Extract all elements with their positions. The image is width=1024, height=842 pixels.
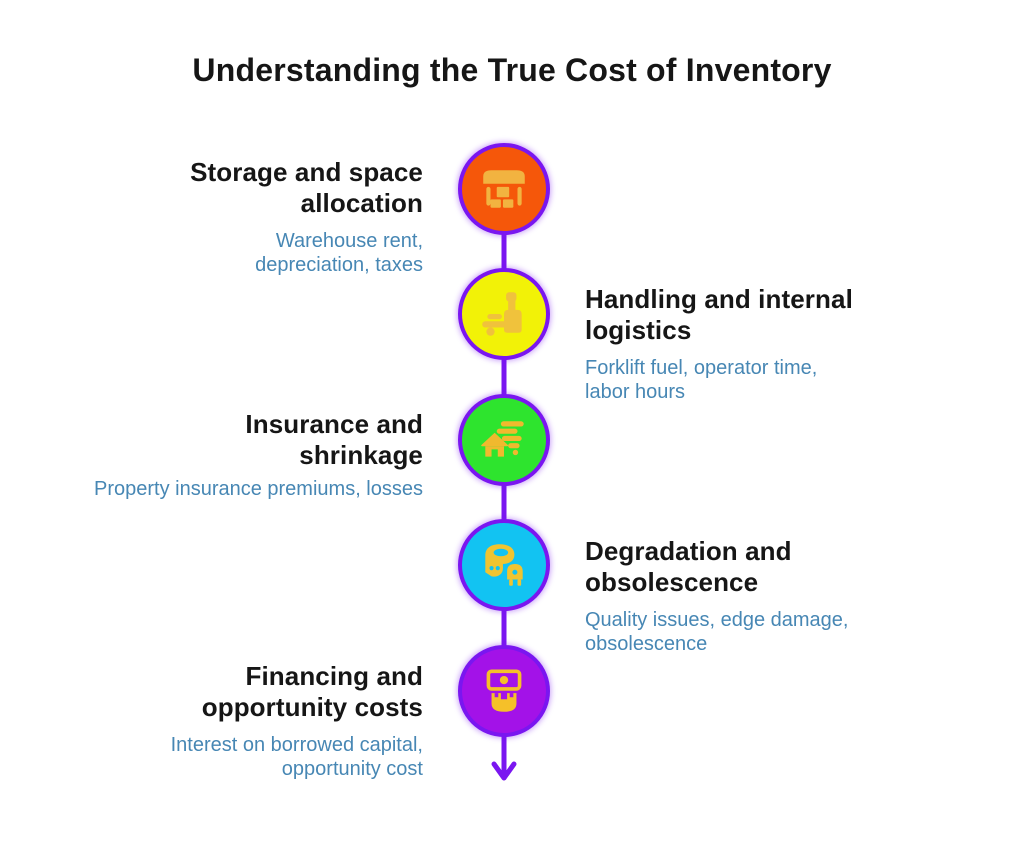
node-circle-handling: [458, 268, 550, 360]
item-subtitle-degradation: Quality issues, edge damage, obsolescenc…: [585, 609, 849, 655]
item-heading-insurance: Insurance and shrinkage: [245, 409, 423, 470]
warehouse-icon: [483, 170, 525, 208]
house-shrink-icon: [481, 421, 524, 457]
item-heading-handling: Handling and internal logistics: [585, 284, 853, 345]
node-circle-insurance: [458, 394, 550, 486]
page-title: Understanding the True Cost of Inventory: [192, 52, 832, 88]
money-magnet-icon: [486, 669, 522, 712]
item-subtitle-storage: Warehouse rent, depreciation, taxes: [255, 230, 423, 276]
roll-damage-icon: [485, 544, 523, 586]
item-heading-storage: Storage and space allocation: [190, 157, 423, 218]
item-subtitle-financing: Interest on borrowed capital, opportunit…: [170, 734, 423, 780]
node-circle-financing: [458, 645, 550, 737]
item-heading-degradation: Degradation and obsolescence: [585, 536, 792, 597]
item-heading-financing: Financing and opportunity costs: [201, 661, 423, 722]
node-circle-degradation: [458, 519, 550, 611]
item-subtitle-handling: Forklift fuel, operator time, labor hour…: [585, 357, 818, 403]
forklift-icon: [482, 292, 522, 336]
arrow-down-icon: [491, 761, 517, 781]
item-subtitle-insurance: Property insurance premiums, losses: [93, 478, 423, 500]
node-circle-storage: [458, 143, 550, 235]
